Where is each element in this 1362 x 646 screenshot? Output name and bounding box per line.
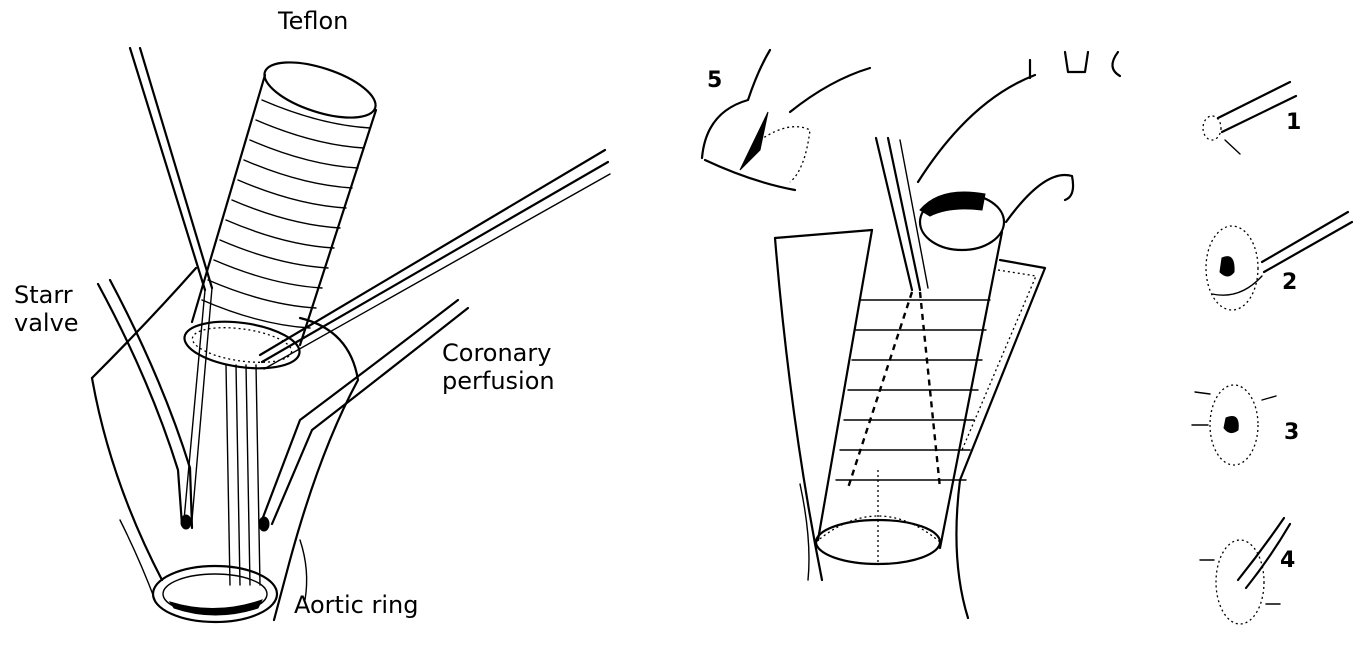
step-number-3: 3	[1284, 422, 1299, 444]
starr-valve-label-line1: Starr	[14, 282, 73, 308]
starr-valve-label-line2: valve	[14, 310, 79, 336]
left-panel-drawing	[92, 48, 610, 622]
aortic-ring-label: Aortic ring	[294, 592, 418, 618]
step-number-4: 4	[1280, 550, 1295, 572]
starr-valve-shaft	[98, 48, 212, 529]
inset-step-2-drawing	[1206, 212, 1352, 310]
coronary-perfusion-lines	[259, 150, 610, 531]
step-number-5: 5	[707, 70, 722, 92]
inset-step-1-drawing	[1203, 82, 1296, 154]
aortic-ring	[153, 566, 277, 622]
teflon-label: Teflon	[278, 8, 348, 34]
inset-step-3-drawing	[1192, 385, 1276, 465]
coronary-perfusion-label-line2: perfusion	[442, 368, 555, 394]
right-panel-drawing	[702, 50, 1352, 624]
coronary-perfusion-label-line1: Coronary	[442, 340, 551, 366]
teflon-graft	[182, 51, 382, 375]
inset-step-4-drawing	[1200, 518, 1290, 624]
step-number-1: 1	[1286, 112, 1301, 134]
graft-sleeve	[816, 192, 1004, 565]
inset-step-5-drawing	[702, 50, 870, 190]
step-number-2: 2	[1282, 272, 1297, 294]
